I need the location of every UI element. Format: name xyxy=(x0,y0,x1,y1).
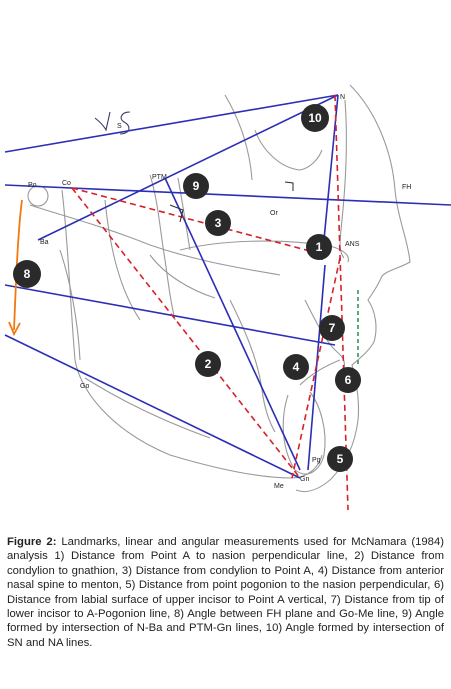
caption-text: Landmarks, linear and angular measuremen… xyxy=(7,536,444,649)
na-line xyxy=(321,94,339,261)
co-a-line xyxy=(71,187,326,256)
label-me: Me xyxy=(274,483,284,490)
marker-9-label: 9 xyxy=(193,179,200,193)
marker-7-label: 7 xyxy=(329,321,336,335)
n-ba-line xyxy=(37,94,339,241)
marker-4-label: 4 xyxy=(293,360,300,374)
handwritten-75: 75 xyxy=(94,111,131,135)
label-gn: Gn xyxy=(300,476,309,483)
marker-2: 2 xyxy=(195,351,221,377)
figure-caption: Figure 2: Landmarks, linear and angular … xyxy=(7,535,444,650)
marker-3: 3 xyxy=(205,210,231,236)
marker-10-label: 10 xyxy=(308,111,322,125)
co-gn-line xyxy=(71,187,301,479)
blue-reference-lines xyxy=(4,94,451,479)
marker-3-label: 3 xyxy=(215,216,222,230)
fh-plane xyxy=(4,184,451,206)
label-ptm: PTM xyxy=(152,174,167,181)
upper-reference-line xyxy=(4,284,336,346)
label-po: Po xyxy=(28,182,37,189)
label-n: N xyxy=(340,94,345,101)
marker-2-label: 2 xyxy=(205,357,212,371)
angle-tick xyxy=(169,181,294,223)
ptm-gn-line xyxy=(164,177,301,471)
label-s: S xyxy=(117,123,122,130)
caption-label: Figure 2: xyxy=(7,536,57,548)
label-pg: Pg xyxy=(312,457,321,464)
red-dashed-lines xyxy=(71,94,349,511)
label-or: Or xyxy=(270,210,278,217)
label-ba: Ba xyxy=(40,239,49,246)
marker-5-label: 5 xyxy=(337,452,344,466)
go-me-line xyxy=(4,334,301,479)
marker-9: 9 xyxy=(183,173,209,199)
marker-1: 1 xyxy=(306,234,332,260)
marker-5: 5 xyxy=(327,446,353,472)
marker-1-label: 1 xyxy=(316,240,323,254)
anatomy-outlines xyxy=(27,84,411,493)
ans-me-line xyxy=(291,257,341,479)
marker-8-label: 8 xyxy=(24,267,31,281)
label-fh: FH xyxy=(402,184,411,191)
marker-4: 4 xyxy=(283,354,309,380)
landmark-labels: N S FH Or PTM Po Co Ba ANS Go Pg Gn Me xyxy=(28,94,411,490)
cephalometric-diagram: 75 N S FH Or PTM Po Co Ba ANS Go Pg Gn M… xyxy=(4,84,451,511)
marker-7: 7 xyxy=(319,315,345,341)
fh-go-me-angle-arrow xyxy=(8,199,23,337)
marker-8: 8 xyxy=(13,260,41,288)
marker-6: 6 xyxy=(335,367,361,393)
label-co: Co xyxy=(62,180,71,187)
sn-line xyxy=(4,94,339,153)
marker-10: 10 xyxy=(301,104,329,132)
label-ans: ANS xyxy=(345,241,360,248)
marker-6-label: 6 xyxy=(345,373,352,387)
label-go: Go xyxy=(80,383,89,390)
